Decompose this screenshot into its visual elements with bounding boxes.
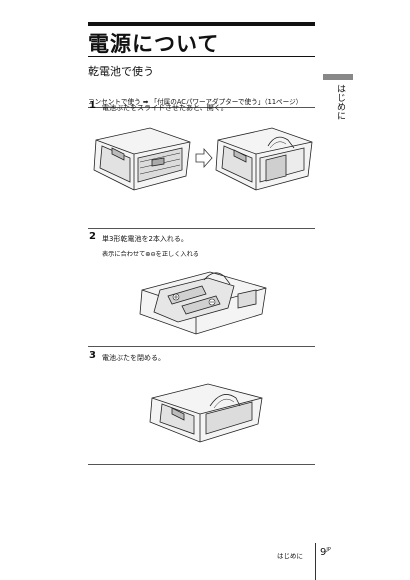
page-number: 9JP xyxy=(320,547,331,558)
step-2-note: 表示に合わせて⊕⊖を正しく入れる xyxy=(102,251,199,258)
page-number-suffix: JP xyxy=(326,547,331,553)
step-divider-1 xyxy=(88,228,315,229)
step-divider-3 xyxy=(88,464,315,465)
reference-prefix: コンセントで使う xyxy=(88,98,141,106)
step-1-illustration xyxy=(93,127,313,191)
side-tab-label: はじめに xyxy=(335,84,345,120)
step-3-illustration xyxy=(149,383,263,443)
step-1-text: 電池ぶたをスライドさせたあと、開く。 xyxy=(102,104,228,112)
step-3-text: 電池ぶたを閉める。 xyxy=(102,354,165,362)
step-2-illustration xyxy=(139,271,267,335)
hollow-right-arrow-icon xyxy=(195,147,213,169)
footer-section-label: はじめに xyxy=(277,552,303,560)
device-closed-image xyxy=(93,127,191,191)
reference-link[interactable]: 「付属のACパワーアダプターで使う」（11ページ） xyxy=(150,98,303,106)
minus-icon xyxy=(208,298,216,306)
plus-icon xyxy=(172,293,180,301)
step-1-number: 1 xyxy=(89,100,96,111)
device-open-lid-image xyxy=(215,127,313,191)
step-2-number: 2 xyxy=(89,231,96,242)
page-number-value: 9 xyxy=(320,547,327,558)
step-2-text: 単3形乾電池を2本入れる。 xyxy=(102,235,188,243)
device-closing-lid-image xyxy=(149,383,263,443)
footer-divider xyxy=(315,543,316,580)
step-3-number: 3 xyxy=(89,350,96,361)
reference-line: コンセントで使う ➡ 「付属のACパワーアダプターで使う」（11ページ） xyxy=(88,96,302,106)
section-subtitle: 乾電池で使う xyxy=(88,65,154,78)
step-divider-2 xyxy=(88,346,315,347)
reference-arrow-icon: ➡ xyxy=(142,98,149,106)
device-battery-insert-image xyxy=(139,271,267,335)
reference-divider xyxy=(88,107,315,108)
title-top-rule xyxy=(88,22,315,26)
page-title: 電源について xyxy=(88,32,220,56)
title-underline xyxy=(88,56,315,57)
side-tab-bar xyxy=(323,74,353,80)
